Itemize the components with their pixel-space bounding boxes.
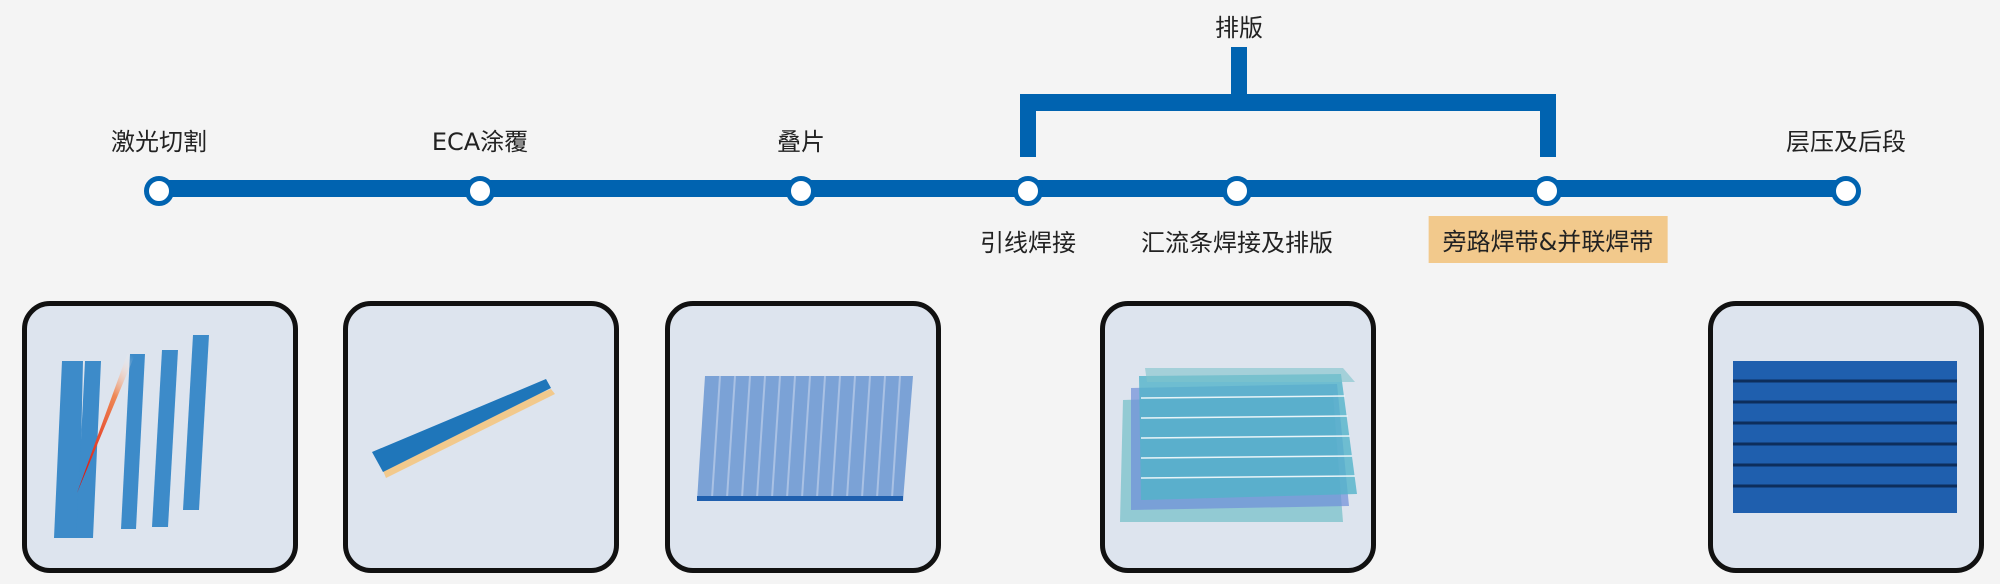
group-bracket-right [1540, 94, 1556, 157]
shingling-image [665, 301, 941, 573]
laser-cutting-image [22, 301, 298, 573]
step-node-6 [1532, 176, 1562, 206]
shingle-edge [786, 375, 796, 499]
step-label-3: 叠片 [777, 128, 825, 156]
step-label-5: 汇流条焊接及排版 [1141, 229, 1333, 257]
step-node-3 [786, 176, 816, 206]
step-node-4 [1013, 176, 1043, 206]
shingle-edge [876, 375, 886, 499]
timeline-line [160, 180, 1846, 197]
group-label: 排版 [1215, 14, 1263, 42]
step-node-5 [1222, 176, 1252, 206]
shingle-edge [861, 375, 871, 499]
step-label-2: ECA涂覆 [431, 128, 529, 156]
eca-coating-image [343, 301, 619, 573]
shingle-edge [756, 375, 766, 499]
step-label-7: 层压及后段 [1786, 128, 1906, 156]
shingle-edge [711, 375, 721, 499]
shingle-edge [801, 375, 811, 499]
step-node-7 [1831, 176, 1861, 206]
shingle-edge [831, 375, 841, 499]
shingle-edge [816, 375, 826, 499]
step-node-1 [144, 176, 174, 206]
shingle-edge [891, 375, 901, 499]
shingle-edge [726, 375, 736, 499]
group-bracket-left [1020, 94, 1036, 157]
step-label-1: 激光切割 [111, 128, 207, 156]
shingle-edge [741, 375, 751, 499]
step-label-4: 引线焊接 [980, 229, 1076, 257]
busbar-layup-image [1100, 301, 1376, 573]
group-bracket-stem [1231, 47, 1247, 97]
group-bracket-top [1020, 94, 1556, 111]
shingle-edge [846, 375, 856, 499]
step-node-2 [465, 176, 495, 206]
step-label-6-highlighted: 旁路焊带&并联焊带 [1428, 216, 1668, 263]
lamination-image [1708, 301, 1984, 573]
shingle-edge [771, 375, 781, 499]
